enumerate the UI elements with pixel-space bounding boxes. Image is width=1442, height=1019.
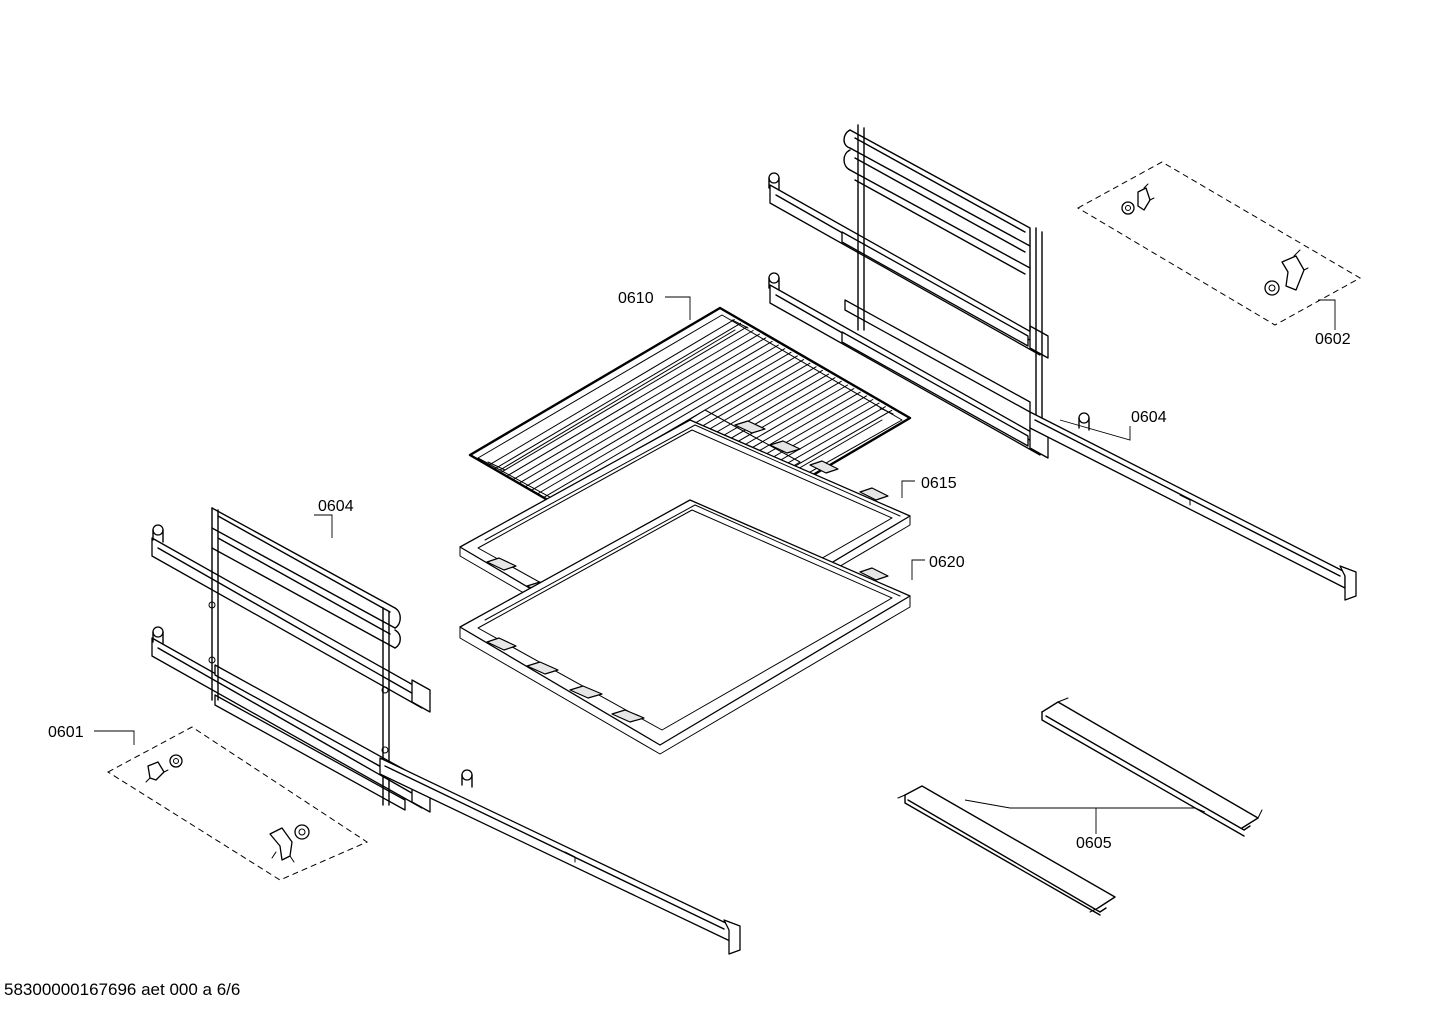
label-0615: 0615 bbox=[921, 475, 957, 492]
rod-guard-upper bbox=[1041, 697, 1263, 837]
right-upper-rail bbox=[768, 172, 1049, 359]
rod-guard-lower bbox=[897, 785, 1116, 916]
bracket-clip-large bbox=[269, 824, 310, 863]
shelf-wire-bar bbox=[506, 330, 754, 477]
right-wire-hanger bbox=[843, 124, 1043, 421]
left-side-rail-assembly bbox=[151, 507, 741, 955]
bracket-clip-large bbox=[1264, 249, 1309, 296]
label-0605: 0605 bbox=[1076, 835, 1112, 852]
shelf-wire-bar bbox=[518, 337, 767, 484]
part-labels: 0610 0602 0604 0615 0604 0620 0601 0605 bbox=[48, 290, 1351, 852]
kit-dashed-box bbox=[107, 726, 369, 881]
right-lower-rail bbox=[768, 272, 1049, 459]
label-0610: 0610 bbox=[618, 290, 654, 307]
rod-guards bbox=[897, 697, 1263, 916]
right-side-rail-assembly bbox=[768, 124, 1357, 601]
right-long-runner bbox=[1029, 411, 1357, 601]
leader-lines bbox=[94, 296, 1336, 834]
left-lower-rail bbox=[151, 626, 431, 813]
bracket-clip-small bbox=[1121, 183, 1155, 215]
left-bracket-kit bbox=[107, 726, 369, 881]
shelf-wire-bar bbox=[543, 351, 792, 499]
document-footer-code: 58300000167696 aet 000 a 6/6 bbox=[4, 980, 241, 999]
bracket-clip-small bbox=[145, 754, 183, 783]
shelf-wire-bar bbox=[499, 326, 748, 474]
shelf-wire-bar bbox=[530, 344, 779, 491]
shelf-wire-bar bbox=[536, 348, 786, 495]
deep-pan bbox=[459, 499, 911, 755]
label-0604-left: 0604 bbox=[318, 498, 354, 515]
left-upper-rail bbox=[151, 524, 431, 713]
left-long-runner bbox=[379, 757, 741, 955]
shelf-wire-bar bbox=[512, 333, 760, 481]
label-0604-right: 0604 bbox=[1131, 409, 1167, 426]
label-0602: 0602 bbox=[1315, 331, 1351, 348]
shelf-wire-bar bbox=[487, 319, 735, 467]
shelf-wire-bar bbox=[493, 322, 742, 470]
left-wire-hanger bbox=[208, 507, 401, 806]
label-0620: 0620 bbox=[929, 554, 965, 571]
label-0601: 0601 bbox=[48, 724, 84, 741]
kit-dashed-box bbox=[1076, 161, 1362, 326]
right-bracket-kit bbox=[1076, 161, 1362, 326]
shelf-wire-bar bbox=[524, 340, 773, 488]
deep-pan-slots bbox=[486, 567, 889, 723]
